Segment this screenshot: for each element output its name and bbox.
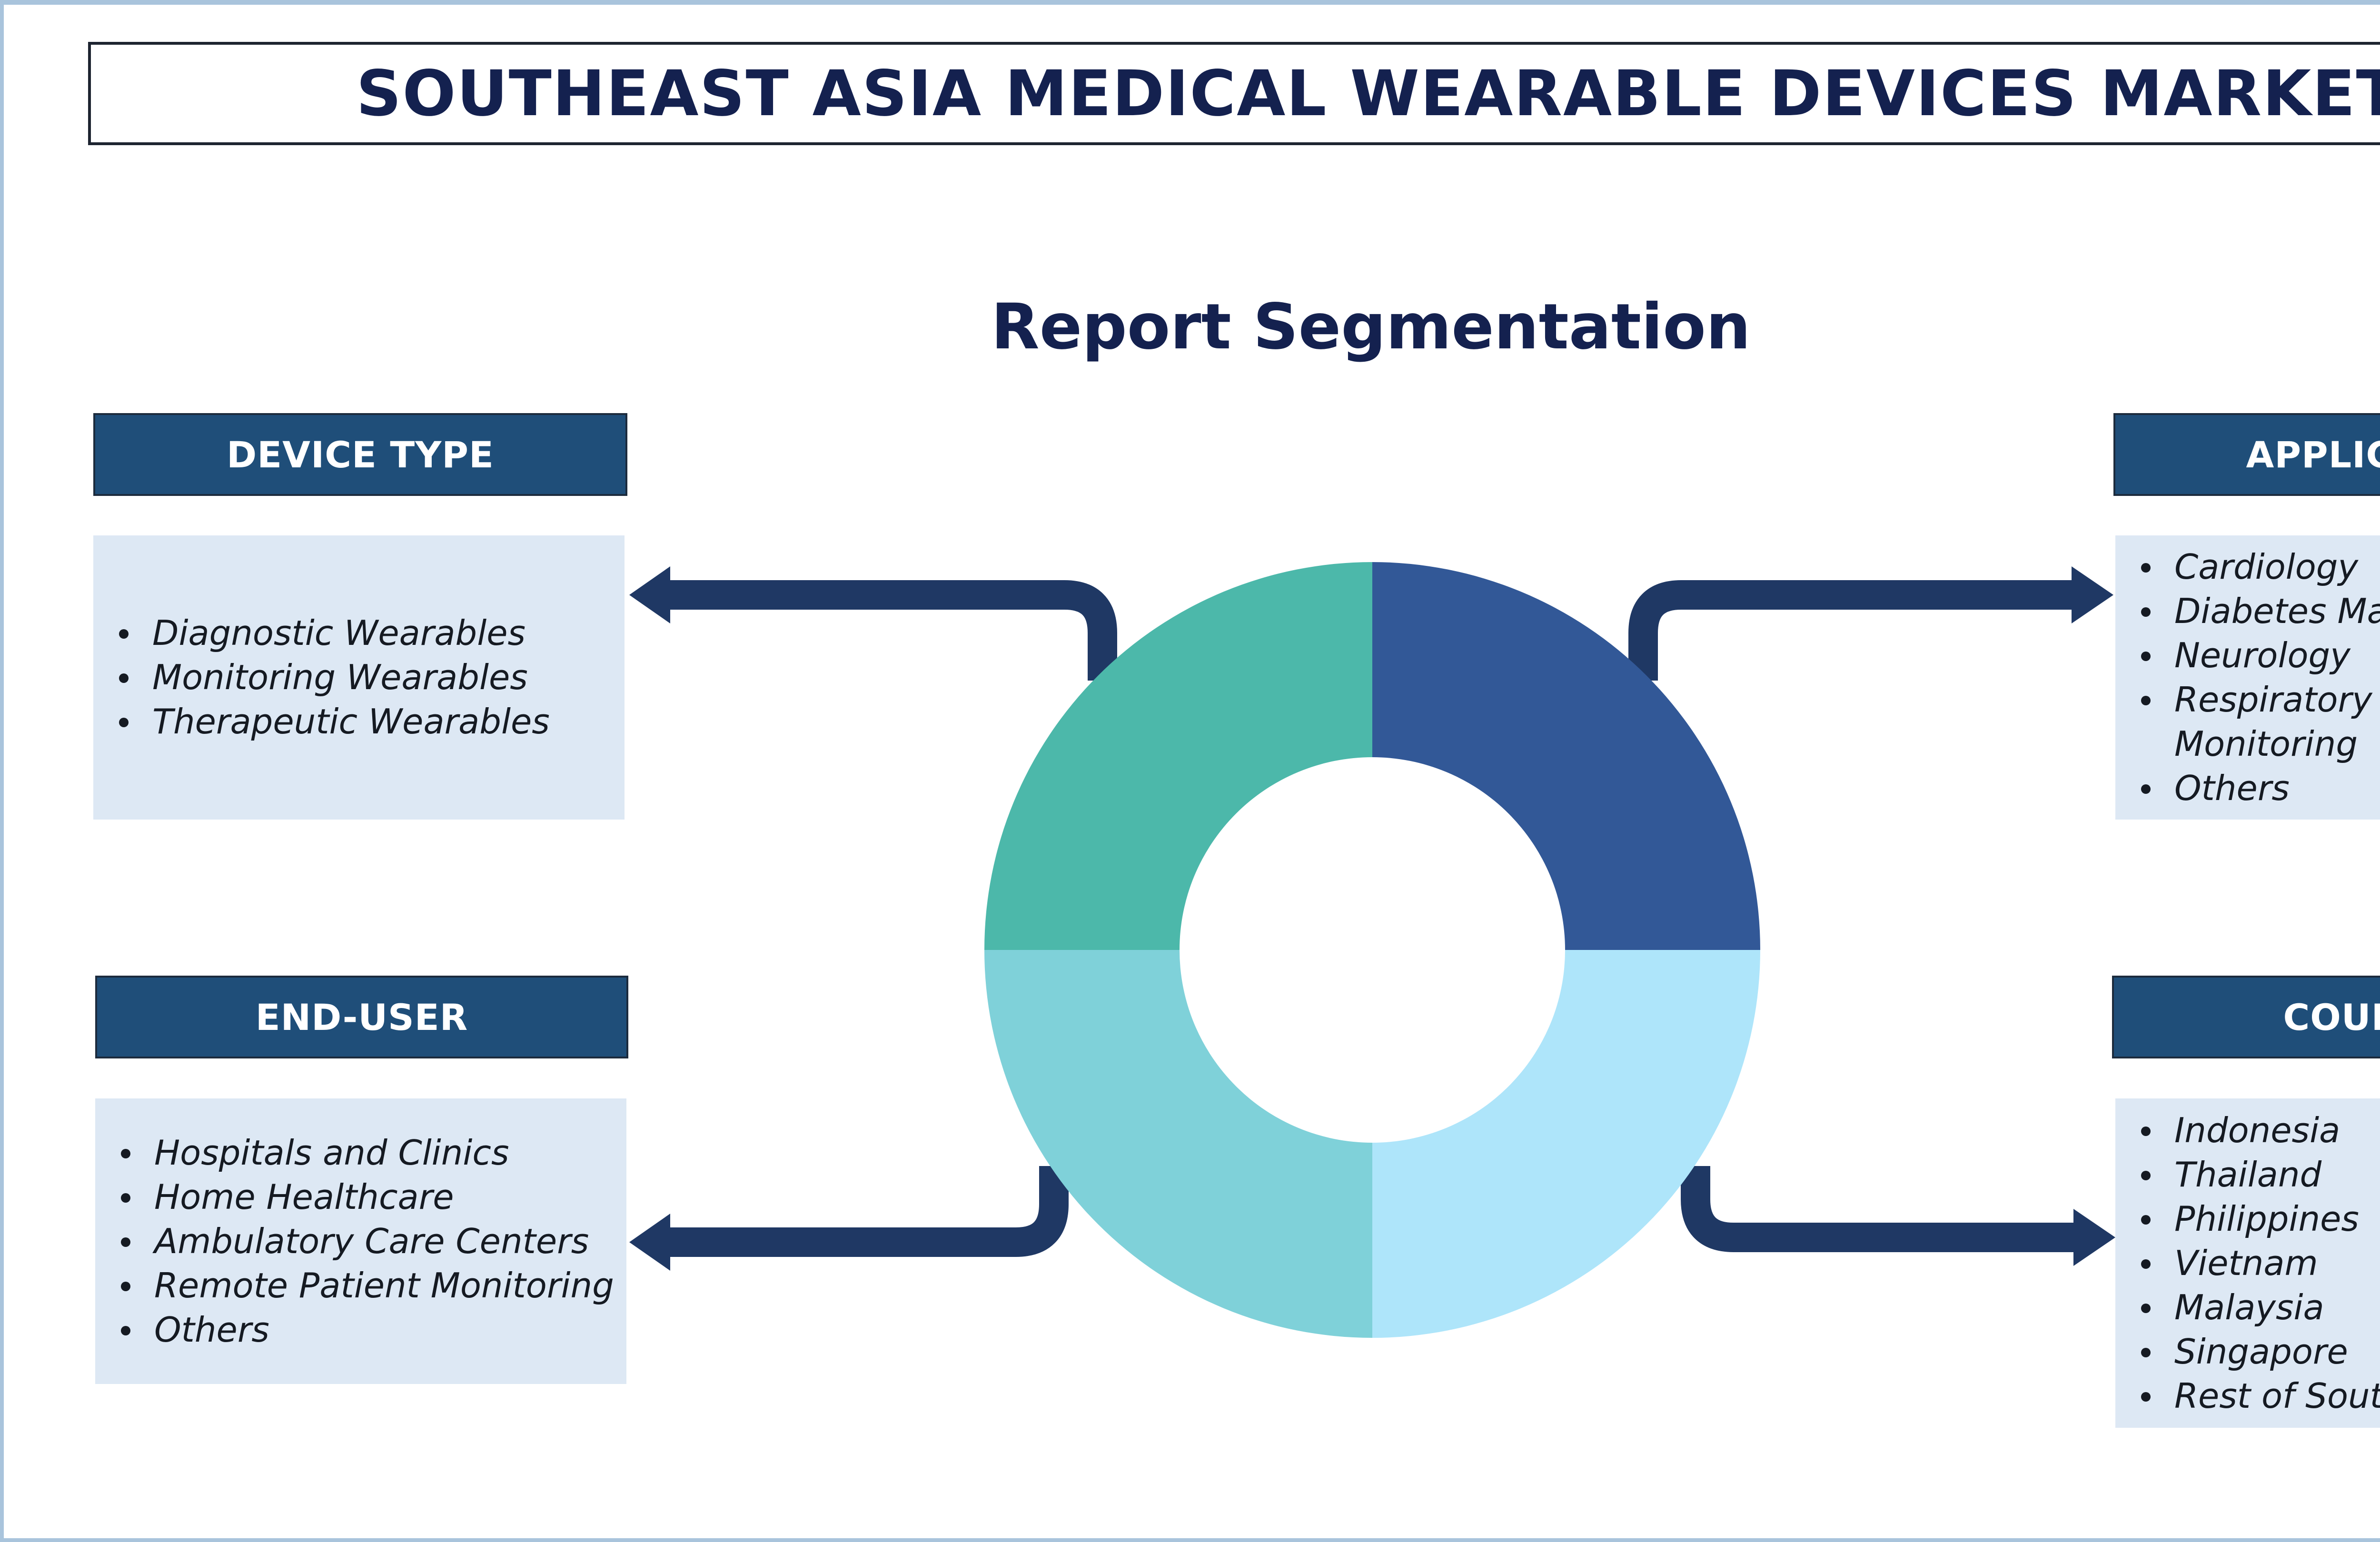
arrow-device-type: [666, 580, 1117, 681]
list-item: Others: [2141, 766, 2380, 811]
section-subtitle: Report Segmentation: [991, 290, 1751, 364]
arrow-application: [1628, 580, 2075, 681]
country-list-box: Indonesia Thailand Philippines Vietnam M…: [2115, 1098, 2380, 1428]
country-label: COUNTRY: [2283, 996, 2380, 1038]
donut-quadrant-bottom-left: [984, 950, 1372, 1338]
country-list: Indonesia Thailand Philippines Vietnam M…: [2115, 1108, 2380, 1418]
end-user-list: Hospitals and Clinics Home Healthcare Am…: [95, 1131, 614, 1352]
list-item: Others: [121, 1308, 614, 1352]
list-item: Neurology: [2141, 633, 2380, 678]
end-user-header: END-USER: [95, 976, 628, 1058]
list-item: Respiratory and Sleep: [2141, 678, 2380, 722]
list-item-continuation: Monitoring: [2174, 723, 2358, 764]
device-type-label: DEVICE TYPE: [227, 433, 494, 476]
arrowhead-right-icon: [2073, 1209, 2115, 1266]
device-type-list: Diagnostic Wearables Monitoring Wearable…: [93, 611, 550, 744]
arrowhead-left-icon: [629, 566, 670, 623]
list-item: Vietnam: [2141, 1241, 2380, 1285]
list-item: Therapeutic Wearables: [119, 700, 550, 744]
donut-quadrant-top-right: [1372, 562, 1760, 950]
title-banner: SOUTHEAST ASIA MEDICAL WEARABLE DEVICES …: [88, 42, 2380, 145]
list-item: Remote Patient Monitoring: [121, 1264, 614, 1308]
donut-quadrant-bottom-right: [1372, 950, 1760, 1338]
arrow-end-user: [666, 1166, 1069, 1257]
donut-quadrant-top-left: [984, 562, 1372, 950]
arrow-country: [1681, 1166, 2075, 1252]
list-item: Indonesia: [2141, 1108, 2380, 1153]
application-list-box: Cardiology Diabetes Management Neurology…: [2115, 535, 2380, 820]
end-user-list-box: Hospitals and Clinics Home Healthcare Am…: [95, 1098, 626, 1384]
country-header: COUNTRY: [2112, 976, 2380, 1058]
list-item: Cardiology: [2141, 545, 2380, 589]
list-item: Malaysia: [2141, 1285, 2380, 1330]
application-list: Cardiology Diabetes Management Neurology…: [2115, 545, 2380, 811]
application-label: APPLICATION: [2246, 433, 2380, 476]
application-header: APPLICATION: [2113, 413, 2380, 496]
arrowhead-right-icon: [2072, 566, 2113, 623]
list-item: Monitoring Wearables: [119, 655, 550, 700]
list-item: Diabetes Management: [2141, 589, 2380, 633]
list-item: Philippines: [2141, 1197, 2380, 1241]
list-item: Hospitals and Clinics: [121, 1131, 614, 1175]
end-user-label: END-USER: [255, 996, 468, 1038]
list-item: Ambulatory Care Centers: [121, 1219, 614, 1264]
list-item: Home Healthcare: [121, 1175, 614, 1219]
list-item: Singapore: [2141, 1330, 2380, 1374]
page-title: SOUTHEAST ASIA MEDICAL WEARABLE DEVICES …: [356, 57, 2380, 130]
list-item: Rest of Southeast Asia: [2141, 1374, 2380, 1418]
list-item: Diagnostic Wearables: [119, 611, 550, 655]
device-type-list-box: Diagnostic Wearables Monitoring Wearable…: [93, 535, 625, 820]
device-type-header: DEVICE TYPE: [93, 413, 627, 496]
list-item: Thailand: [2141, 1153, 2380, 1197]
arrowhead-left-icon: [629, 1214, 670, 1271]
